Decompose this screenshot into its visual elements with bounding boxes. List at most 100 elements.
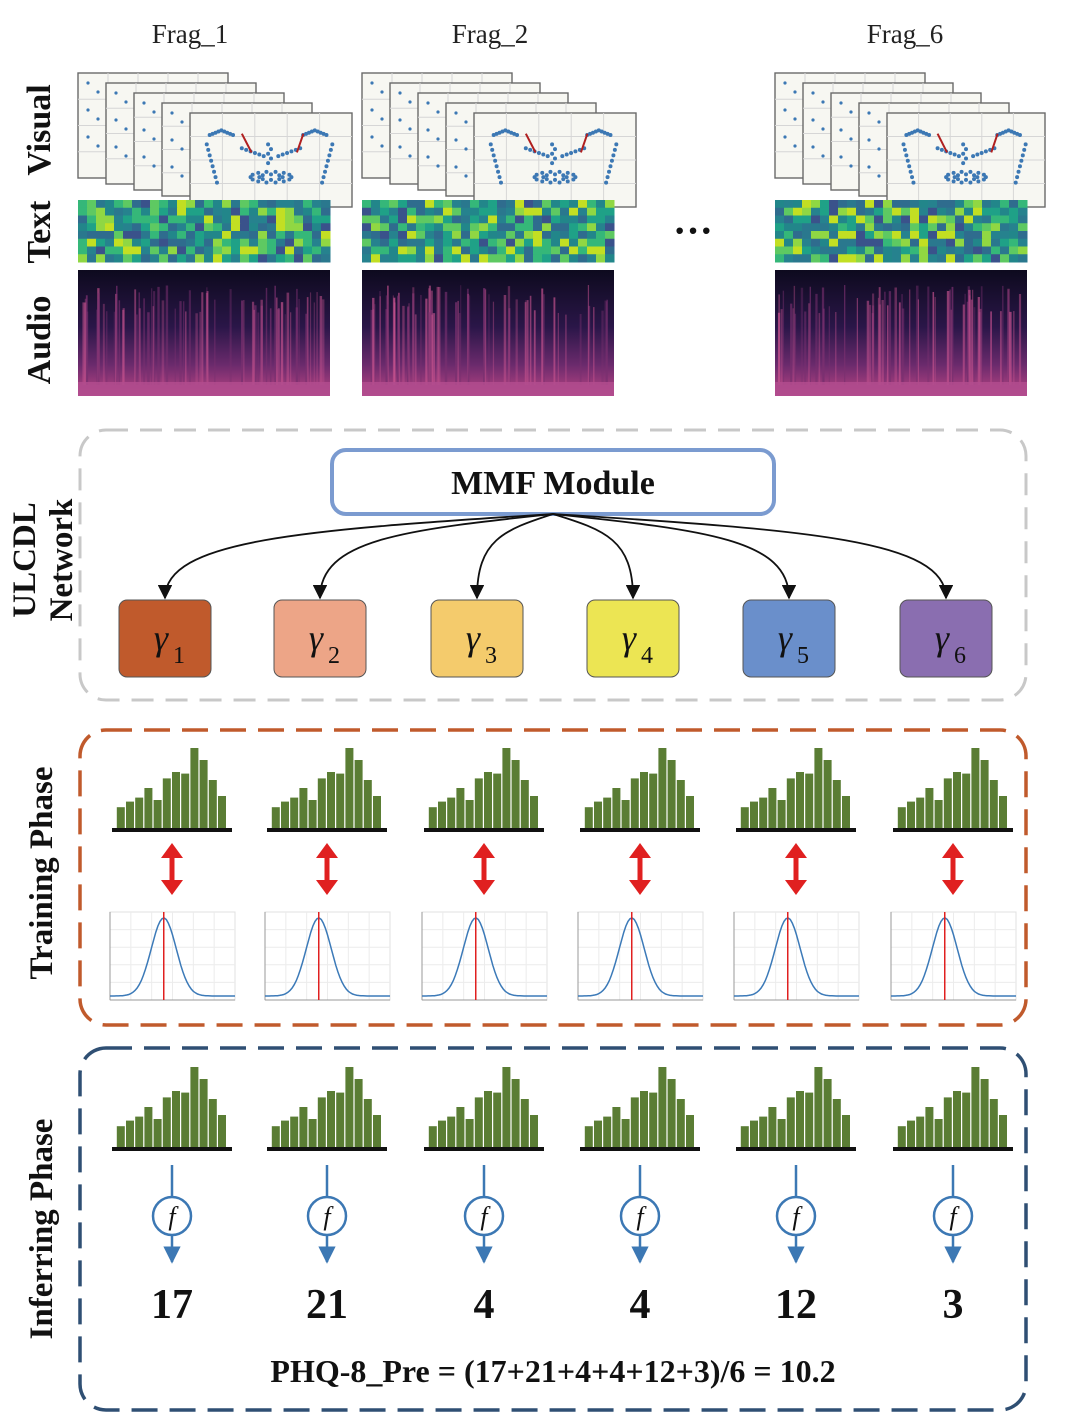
histogram-bar — [999, 796, 1007, 828]
histogram-bar — [805, 773, 814, 828]
histogram-bar — [317, 1097, 326, 1147]
histogram-bar — [584, 807, 593, 828]
prediction-value: 21 — [306, 1282, 348, 1328]
function-symbol: f — [636, 1202, 647, 1231]
network-panel — [78, 428, 1028, 702]
histogram-bar — [520, 780, 529, 828]
gamma-subscript: 2 — [328, 643, 340, 669]
histogram-bar — [281, 1120, 289, 1147]
histogram-bar — [916, 1116, 925, 1147]
histogram-bar — [474, 778, 483, 828]
red-double-arrow — [629, 843, 651, 895]
histogram-bar — [925, 788, 934, 828]
gamma-symbol: γ — [935, 618, 950, 658]
histogram-bar — [740, 1126, 749, 1147]
histogram-bar — [208, 1099, 217, 1147]
network-side-label-line1: ULCDL — [7, 502, 43, 618]
histogram-bar — [989, 780, 998, 828]
histogram-bar — [842, 1115, 850, 1147]
histogram-bar — [925, 1107, 934, 1147]
histogram-bar — [162, 1097, 171, 1147]
gaussian-plot — [733, 911, 860, 1001]
frag-1-label: Frag_1 — [152, 19, 229, 49]
histogram-bar — [299, 1107, 308, 1147]
prediction-value: 3 — [943, 1282, 964, 1328]
histogram-bar — [438, 1120, 446, 1147]
histogram-bar — [308, 800, 317, 828]
fragment-ellipsis: ··· — [673, 208, 713, 253]
gamma-symbol: γ — [778, 618, 793, 658]
histogram-bar — [953, 1091, 961, 1147]
histogram-bar — [208, 780, 217, 828]
histogram-bar — [768, 1107, 777, 1147]
histogram-bar — [162, 778, 171, 828]
function-node: f — [151, 1165, 193, 1264]
inferring-histogram — [893, 1067, 1013, 1151]
histogram-bar — [190, 1067, 199, 1147]
mmf-gamma-arrow — [552, 513, 641, 600]
gaussian-plot — [890, 911, 1017, 1001]
histogram-bar — [511, 760, 520, 828]
inferring-histogram — [112, 1067, 232, 1151]
visual-frame-stack — [361, 72, 637, 208]
phq8-formula: PHQ-8_Pre = (17+21+4+4+12+3)/6 = 10.2 — [270, 1353, 835, 1389]
histogram-bar — [667, 1079, 676, 1147]
histogram-bar — [135, 797, 144, 828]
function-symbol: f — [949, 1202, 960, 1231]
histogram-bar — [658, 748, 667, 828]
histogram-bar — [336, 773, 345, 828]
histogram-bar — [750, 1120, 758, 1147]
histogram-bar — [594, 1120, 602, 1147]
gaussian-plot — [109, 911, 236, 1001]
function-node: f — [463, 1165, 505, 1264]
histogram-bar — [768, 788, 777, 828]
gaussian-curve — [734, 917, 859, 997]
gamma-symbol: γ — [622, 618, 637, 658]
gaussian-curve — [578, 917, 703, 997]
histogram-bar — [943, 1097, 952, 1147]
histogram-bar — [144, 1107, 153, 1147]
histogram-bar — [805, 1092, 814, 1147]
histogram-bar — [640, 1091, 648, 1147]
histogram-bar — [603, 797, 612, 828]
histogram-bar — [740, 807, 749, 828]
histogram-bar — [336, 1092, 345, 1147]
visual-frame-stacks — [77, 72, 1046, 208]
histogram-bar — [345, 748, 354, 828]
training-histogram — [893, 748, 1013, 832]
gamma-subscript: 3 — [485, 643, 497, 669]
histogram-bar — [317, 778, 326, 828]
histogram-bar — [796, 772, 804, 828]
histogram-bar — [373, 796, 381, 828]
histogram-bar — [144, 788, 153, 828]
inferring-histogram — [580, 1067, 700, 1151]
histogram-bar — [907, 801, 915, 828]
histogram-bar — [199, 1079, 208, 1147]
histogram-bar — [750, 801, 758, 828]
audio-spectrograms — [78, 270, 1027, 396]
training-phase-label: Training Phase — [24, 766, 60, 979]
histogram-bar — [327, 772, 335, 828]
histogram-bar — [649, 773, 658, 828]
histogram-bar — [823, 1079, 832, 1147]
histogram-bar — [290, 1116, 299, 1147]
histogram-bar — [116, 807, 125, 828]
histogram-bar — [465, 800, 474, 828]
gamma-symbol: γ — [309, 618, 324, 658]
gaussian-plot — [577, 911, 704, 1001]
histogram-bar — [153, 1119, 162, 1147]
histogram-bar — [897, 1126, 906, 1147]
histogram-bar — [612, 1107, 621, 1147]
histogram-bar — [971, 748, 980, 828]
red-double-arrow — [473, 843, 495, 895]
histogram-bar — [934, 1119, 943, 1147]
visual-frame-stack — [774, 72, 1046, 208]
inferring-histogram — [736, 1067, 856, 1151]
histogram-bar — [989, 1099, 998, 1147]
